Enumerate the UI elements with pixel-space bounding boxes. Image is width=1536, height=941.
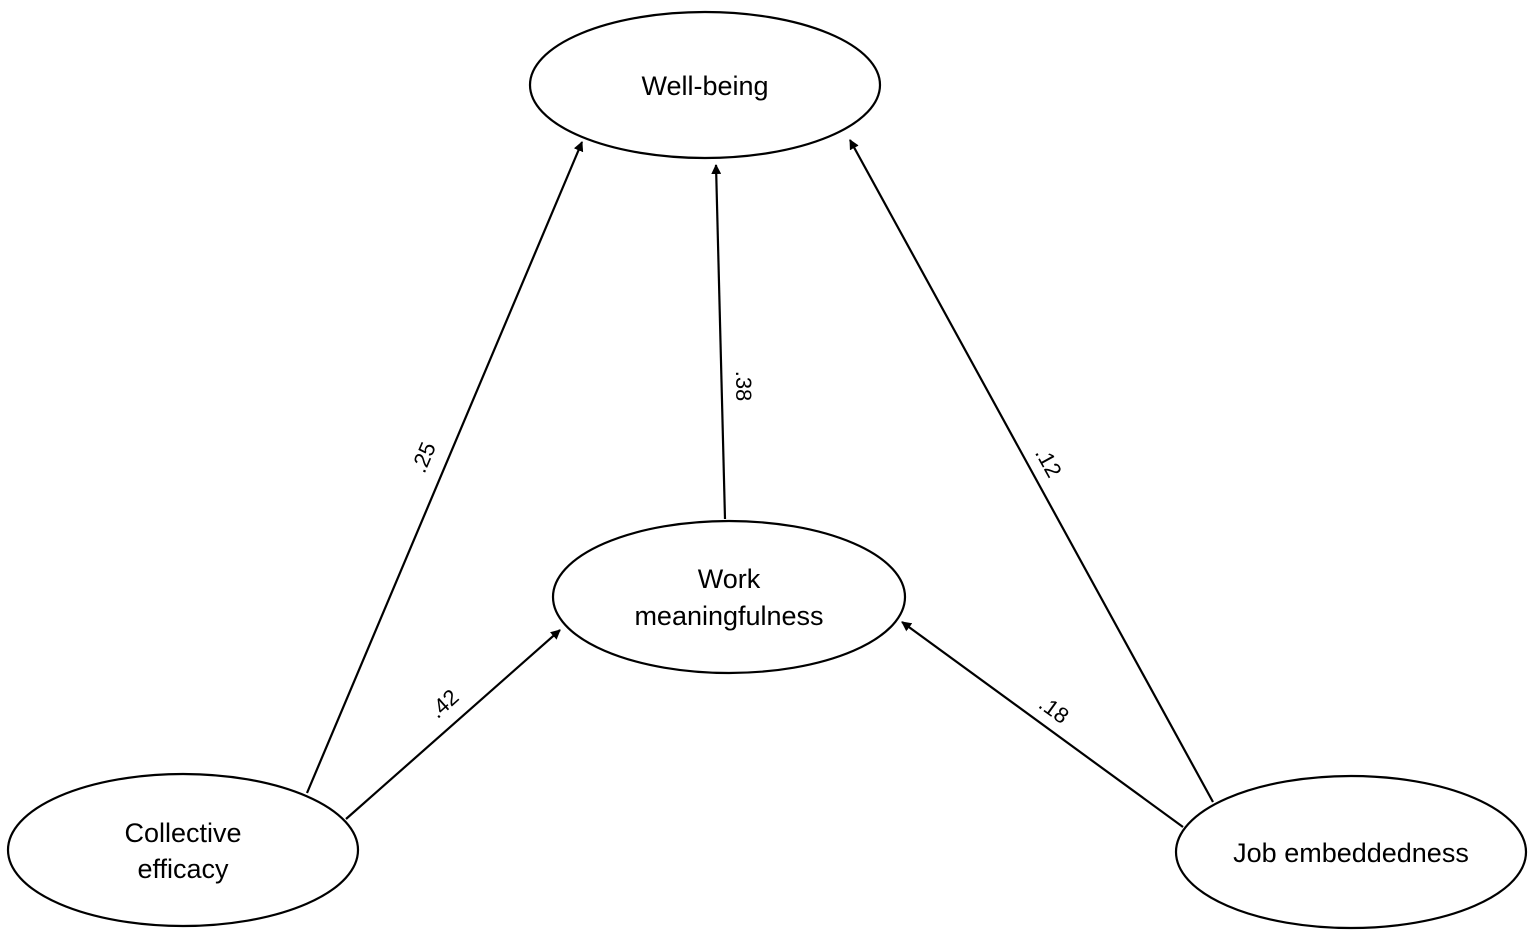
label-work-line1: Work	[698, 564, 761, 594]
label-job-embeddedness: Job embeddedness	[1233, 838, 1469, 868]
ellipse-collective-efficacy	[6, 772, 360, 928]
label-work-line2: meaningfulness	[634, 601, 823, 631]
label-collective-line2: efficacy	[137, 854, 229, 884]
arrow-collective-work	[345, 629, 561, 820]
coefficient-label-job-wellbeing: .12	[1030, 443, 1067, 482]
node-wellbeing: Well-being	[528, 10, 882, 160]
arrow-work-wellbeing	[711, 164, 727, 520]
coefficient-label-collective-wellbeing: .25	[406, 438, 441, 476]
arrow-collective-wellbeing	[305, 141, 584, 794]
ellipse-work-meaningfulness	[551, 519, 907, 675]
node-job-embeddedness: Job embeddedness	[1174, 774, 1528, 930]
label-wellbeing: Well-being	[641, 71, 768, 101]
node-collective-efficacy: Collective efficacy	[6, 772, 360, 928]
edge-job-to-wellbeing: .12	[849, 139, 1214, 803]
ellipse-wellbeing	[528, 10, 882, 160]
label-collective-line1: Collective	[124, 818, 241, 848]
coefficient-label-collective-work: .42	[424, 684, 463, 723]
edge-collective-to-work: .42	[345, 629, 561, 820]
coefficient-label-work-wellbeing: .38	[731, 371, 756, 402]
node-work-meaningfulness: Work meaningfulness	[551, 519, 907, 675]
ellipse-job-embeddedness	[1174, 774, 1528, 930]
edge-work-to-wellbeing: .38	[711, 164, 756, 520]
edge-job-to-work: .18	[901, 621, 1184, 828]
arrow-job-wellbeing	[849, 139, 1214, 803]
arrow-job-work	[901, 621, 1184, 828]
